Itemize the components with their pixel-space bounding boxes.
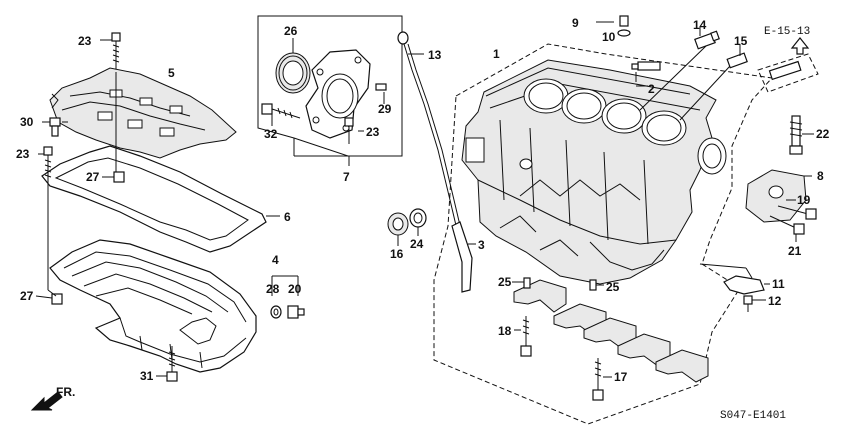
- front-label: FR.: [56, 385, 75, 399]
- callout-10: 10: [602, 30, 616, 44]
- oil-pan-gasket: [41, 145, 267, 253]
- callout-2: 2: [648, 82, 655, 96]
- bolt-23-top: [111, 32, 121, 72]
- washer-28: [270, 305, 282, 319]
- dowel-pin-25-right: [589, 279, 597, 291]
- callout-1: 1: [493, 47, 500, 61]
- bolt-18: [520, 316, 532, 357]
- callout-16: 16: [390, 247, 404, 261]
- plug-16: [387, 212, 409, 236]
- oil-pan: [49, 239, 257, 373]
- reference-label: E-15-13: [764, 26, 810, 38]
- bearing-cap-1: [513, 279, 567, 313]
- baffle-plate: [49, 67, 237, 159]
- sensor-15: [726, 52, 748, 69]
- callout-29: 29: [378, 102, 392, 116]
- callout-12: 12: [768, 294, 782, 308]
- bolt-9: [619, 15, 629, 27]
- callout-30: 30: [20, 115, 34, 129]
- callout-31: 31: [140, 369, 154, 383]
- dowel-pin-25-left: [523, 277, 531, 289]
- callout-24: 24: [410, 237, 424, 251]
- callout-7: 7: [343, 170, 350, 184]
- callout-17: 17: [614, 370, 628, 384]
- bolt-21: [769, 215, 805, 235]
- callout-5: 5: [168, 66, 175, 80]
- front-arrow-icon: [30, 391, 63, 411]
- bolt-32: [261, 103, 301, 119]
- plug-22: [789, 115, 803, 155]
- callout-23-mid: 23: [366, 125, 380, 139]
- arrow-up-icon: [790, 37, 810, 55]
- callout-6: 6: [284, 210, 291, 224]
- sensor-14: [694, 30, 720, 50]
- callout-14: 14: [693, 18, 707, 32]
- callout-18: 18: [498, 324, 512, 338]
- callout-4: 4: [272, 253, 279, 267]
- nut-27-lower: [51, 293, 63, 305]
- callout-23-left: 23: [16, 147, 30, 161]
- dipstick-tube-3: [451, 221, 473, 293]
- callout-25-right: 25: [606, 280, 620, 294]
- callout-21: 21: [788, 244, 802, 258]
- cylinder-block: [461, 59, 727, 285]
- callout-15: 15: [734, 34, 748, 48]
- diagram-code: S047-E1401: [720, 410, 786, 422]
- callout-20: 20: [288, 282, 302, 296]
- nut-27-upper: [113, 171, 125, 183]
- bearing-cap-5: [655, 349, 709, 383]
- callout-11: 11: [772, 277, 785, 291]
- bolt-12: [743, 295, 753, 312]
- bolt-30: [49, 117, 61, 137]
- washer-10: [617, 29, 631, 37]
- dowel-pin-29: [375, 83, 387, 91]
- reference-box: [757, 53, 819, 93]
- callout-23-top: 23: [78, 34, 92, 48]
- oil-seal-26: [275, 52, 311, 94]
- o-ring-24: [409, 208, 427, 228]
- callout-19: 19: [797, 193, 811, 207]
- callout-22: 22: [816, 127, 830, 141]
- callout-8: 8: [817, 169, 824, 183]
- callout-25-left: 25: [498, 275, 512, 289]
- drain-plug-20: [287, 305, 305, 319]
- callout-9: 9: [572, 16, 579, 30]
- callout-13: 13: [428, 48, 442, 62]
- bolt-23-left: [43, 146, 53, 290]
- seal-case: [305, 49, 371, 139]
- stud-2: [631, 61, 661, 82]
- bracket-11: [723, 275, 765, 295]
- bolt-17: [592, 358, 604, 401]
- bolt-19: [777, 205, 817, 220]
- callout-32: 32: [264, 127, 278, 141]
- callout-27-upper: 27: [86, 170, 100, 184]
- callout-3: 3: [478, 238, 485, 252]
- callout-27-lower: 27: [20, 289, 34, 303]
- callout-26: 26: [284, 24, 298, 38]
- callout-28: 28: [266, 282, 280, 296]
- bolt-23-mid: [344, 117, 354, 144]
